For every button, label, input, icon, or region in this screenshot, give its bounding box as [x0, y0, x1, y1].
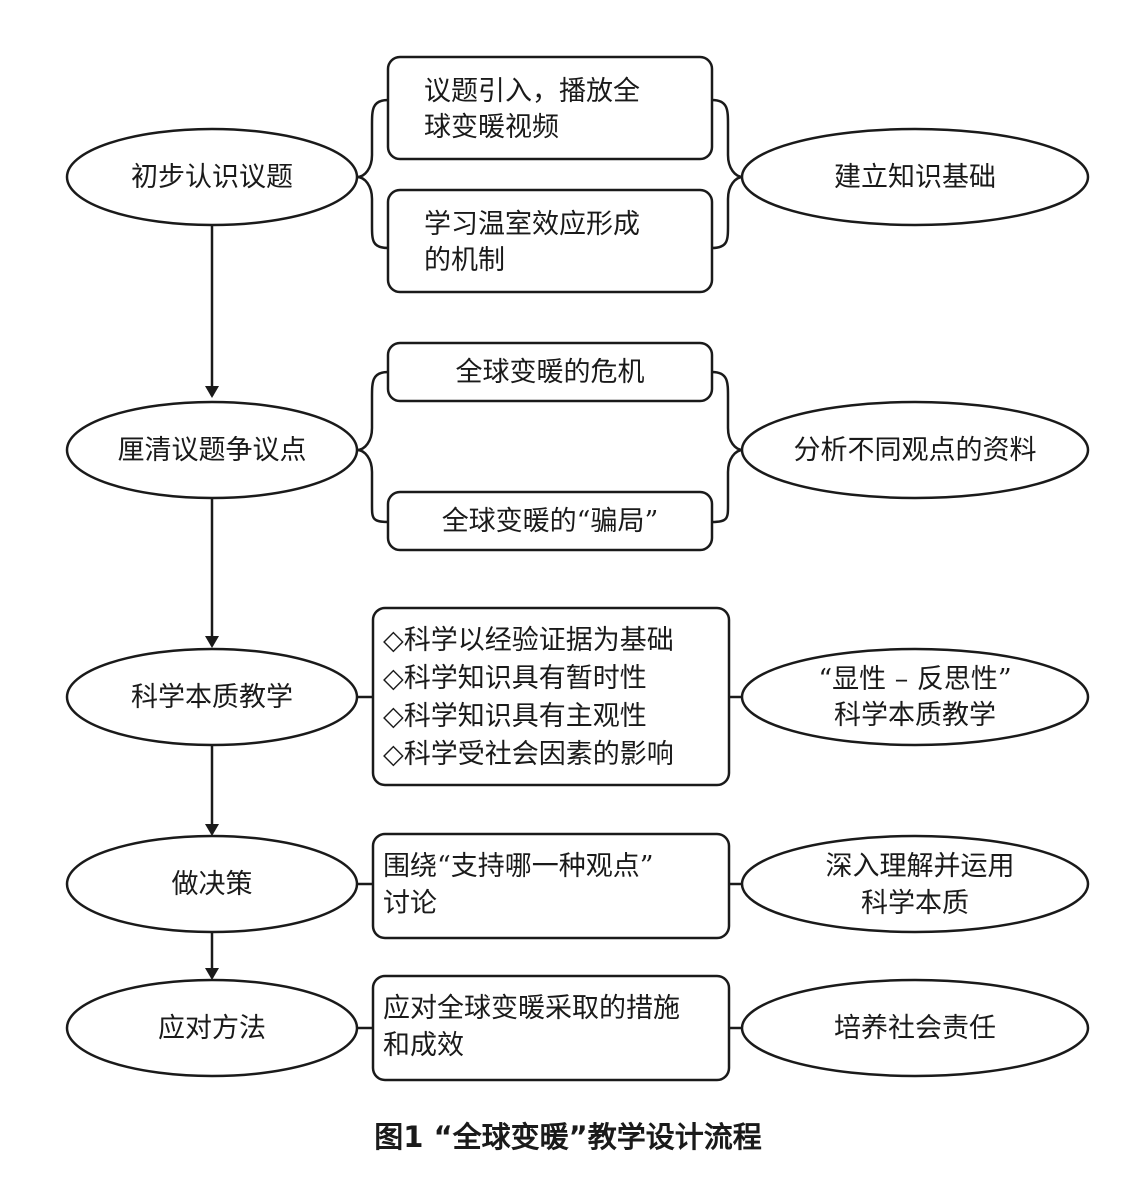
outcome-ellipse — [740, 978, 1090, 1078]
outcome-text: 科学本质 — [861, 888, 969, 919]
bracket-left — [356, 370, 389, 524]
bracket-right — [711, 98, 744, 250]
stage-1: 初步认识议题 议题引入，播放全 球变暖视频 学习温室效应形成 的机制 建立知识基… — [65, 55, 1090, 294]
outcome-text: “显性 – 反思性” — [818, 664, 1011, 695]
outcome-ellipse — [740, 647, 1090, 747]
stage-label: 厘清议题争议点 — [118, 435, 307, 466]
stage-ellipse — [65, 978, 359, 1078]
activity-text: 全球变暖的“骗局” — [442, 506, 659, 537]
outcome-text: 建立知识基础 — [834, 162, 996, 193]
activity-box — [386, 55, 714, 161]
stage-4: 做决策 围绕“支持哪一种观点” 讨论 深入理解并运用 科学本质 — [65, 832, 1090, 940]
activity-text: ◇科学受社会因素的影响 — [383, 739, 674, 770]
outcome-text: 深入理解并运用 — [826, 851, 1015, 882]
activity-text: 讨论 — [383, 888, 437, 919]
activity-box — [386, 341, 714, 403]
outcome-ellipse — [740, 400, 1090, 500]
outcome-ellipse — [740, 834, 1090, 934]
activity-text: ◇科学知识具有暂时性 — [383, 663, 647, 694]
activity-box — [371, 974, 731, 1082]
outcome-text: 培养社会责任 — [834, 1013, 996, 1044]
outcome-text: 分析不同观点的资料 — [794, 435, 1037, 466]
stage-label: 科学本质教学 — [131, 682, 293, 713]
activity-text: 议题引入，播放全 — [424, 76, 640, 107]
activity-text: ◇科学以经验证据为基础 — [383, 625, 674, 656]
stage-label: 做决策 — [172, 869, 253, 900]
activity-box — [386, 188, 714, 294]
stage-3: 科学本质教学 ◇科学以经验证据为基础 ◇科学知识具有暂时性 ◇科学知识具有主观性… — [65, 606, 1090, 787]
activity-text: ◇科学知识具有主观性 — [383, 701, 647, 732]
figure-caption: 图1 “全球变暖”教学设计流程 — [374, 1120, 761, 1154]
outcome-text: 科学本质教学 — [834, 700, 996, 731]
activity-text: 应对全球变暖采取的措施 — [383, 993, 680, 1024]
activity-text: 学习温室效应形成 — [424, 209, 640, 240]
bracket-right — [711, 370, 744, 524]
stage-2: 厘清议题争议点 全球变暖的危机 全球变暖的“骗局” 分析不同观点的资料 — [65, 341, 1090, 552]
activity-text: 的机制 — [424, 245, 505, 276]
stage-5: 应对方法 应对全球变暖采取的措施 和成效 培养社会责任 — [65, 974, 1090, 1082]
stage-label: 初步认识议题 — [131, 162, 293, 193]
activity-box — [371, 606, 731, 787]
activity-text: 全球变暖的危机 — [456, 357, 645, 388]
activity-box — [386, 490, 714, 552]
activity-box — [371, 832, 731, 940]
outcome-ellipse — [740, 127, 1090, 227]
activity-text: 球变暖视频 — [424, 112, 559, 143]
bracket-left — [356, 98, 389, 250]
activity-text: 围绕“支持哪一种观点” — [383, 851, 654, 882]
activity-text: 和成效 — [383, 1030, 464, 1061]
stage-label: 应对方法 — [158, 1013, 266, 1044]
